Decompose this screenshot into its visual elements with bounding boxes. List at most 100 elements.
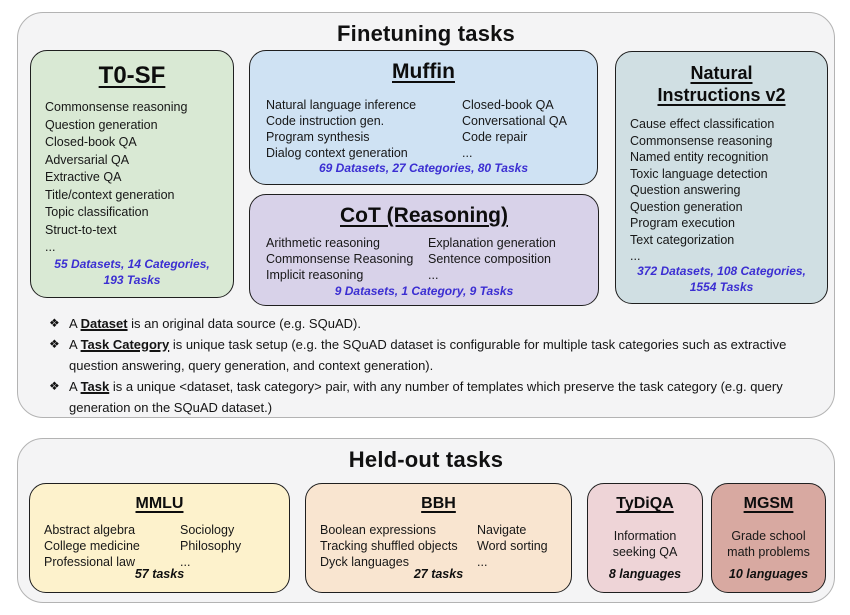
term-dataset: Dataset bbox=[80, 316, 128, 331]
t0sf-stats-line: 55 Datasets, 14 Categories, bbox=[54, 257, 210, 271]
t0sf-stats: 55 Datasets, 14 Categories,193 Tasks bbox=[31, 257, 233, 288]
bbh-item: Dyck languages bbox=[320, 555, 409, 569]
mmlu-item: Philosophy bbox=[180, 539, 242, 553]
mgsm-title-line: MGSM bbox=[743, 495, 794, 512]
mmlu-stats: 57 tasks bbox=[134, 567, 185, 581]
tydiqa-description: Information seeking QA bbox=[588, 528, 702, 560]
note-task: ❖ A Task is a unique <dataset, task cate… bbox=[49, 376, 806, 418]
mmlu-item: Abstract algebra bbox=[44, 523, 136, 537]
tydiqa-title-line: TyDiQA bbox=[616, 495, 674, 512]
t0sf-item: Title/context generation bbox=[45, 187, 175, 202]
niv2-title-line: Natural bbox=[690, 63, 753, 83]
mmlu-item: Professional law bbox=[44, 555, 136, 569]
niv2-item: Question generation bbox=[630, 199, 743, 214]
muffin-item: Dialog context generation bbox=[266, 146, 408, 160]
held-out-tasks-title: Held-out tasks bbox=[348, 447, 504, 472]
term-task-category: Task Category bbox=[80, 337, 170, 352]
muffin-item: Conversational QA bbox=[462, 114, 567, 128]
t0sf-item: Topic classification bbox=[45, 205, 149, 219]
muffin-item-list-col2: Closed-book QA Conversational QA Code repa… bbox=[462, 97, 567, 161]
muffin-item: Natural language inference bbox=[266, 98, 417, 112]
tydiqa-desc-line: seeking QA bbox=[612, 545, 678, 559]
cot-item: Sentence composition bbox=[428, 252, 551, 266]
niv2-item: Text categorization bbox=[630, 232, 735, 247]
t0sf-item: ... bbox=[45, 240, 56, 254]
mmlu-title-line: MMLU bbox=[135, 495, 184, 512]
note-dataset-text: A Dataset is an original data source (e.… bbox=[69, 316, 361, 331]
bbh-stats: 27 tasks bbox=[413, 567, 464, 581]
note-task-category-text: A Task Category is unique task setup (e.… bbox=[69, 337, 787, 373]
bbh-item: ... bbox=[477, 555, 488, 569]
definitions-notes: ❖ A Dataset is an original data source (… bbox=[49, 313, 806, 418]
mgsm-title: MGSM bbox=[712, 494, 825, 513]
muffin-title-line: Muffin bbox=[392, 60, 455, 83]
niv2-item: Program execution bbox=[630, 216, 735, 230]
t0sf-item: Closed-book QA bbox=[45, 135, 137, 149]
cot-item: Explanation generation bbox=[428, 236, 556, 250]
cot-stats-line: 9 Datasets, 1 Category, 9 Tasks bbox=[334, 283, 514, 298]
bbh-item: Tracking shuffled objects bbox=[320, 539, 458, 553]
niv2-stats: 372 Datasets, 108 Categories,1554 Tasks bbox=[616, 264, 827, 295]
niv2-item: Question answering bbox=[630, 183, 741, 197]
note-dataset: ❖ A Dataset is an original data source (… bbox=[49, 313, 806, 334]
finetuning-tasks-panel: Finetuning tasks T0-SF Commonsense reaso… bbox=[17, 12, 835, 418]
cot-stats: 9 Datasets, 1 Category, 9 Tasks bbox=[250, 284, 598, 300]
bbh-title: BBH bbox=[306, 494, 571, 513]
muffin-item: Closed-book QA bbox=[462, 98, 554, 112]
bbh-title-line: BBH bbox=[421, 495, 456, 512]
cot-item: Arithmetic reasoning bbox=[266, 236, 380, 250]
diamond-bullet-icon: ❖ bbox=[49, 316, 60, 330]
niv2-stats-line: 1554 Tasks bbox=[689, 279, 754, 294]
muffin-title: Muffin bbox=[250, 60, 597, 84]
tydiqa-stats: 8 languages bbox=[608, 567, 682, 581]
note-task-category: ❖ A Task Category is unique task setup (… bbox=[49, 334, 806, 376]
muffin-item: Code repair bbox=[462, 130, 528, 144]
t0sf-item: Commonsense reasoning bbox=[45, 100, 188, 114]
mgsm-stats: 10 languages bbox=[728, 567, 809, 581]
niv2-item: Named entity recognition bbox=[630, 150, 769, 164]
mmlu-title: MMLU bbox=[30, 494, 289, 513]
niv2-item: Toxic language detection bbox=[630, 166, 768, 181]
bbh-item: Word sorting bbox=[477, 539, 548, 553]
cot-item: Implicit reasoning bbox=[266, 268, 364, 282]
note-task-text: A Task is a unique <dataset, task catego… bbox=[69, 379, 783, 415]
cot-item: ... bbox=[428, 268, 439, 282]
niv2-title-line: Instructions v2 bbox=[657, 85, 786, 105]
tydiqa-desc-line: Information bbox=[613, 529, 677, 543]
muffin-stats: 69 Datasets, 27 Categories, 80 Tasks bbox=[250, 161, 597, 177]
niv2-item: Cause effect classification bbox=[630, 117, 775, 131]
tydiqa-box: TyDiQA Information seeking QA 8 languages bbox=[587, 483, 703, 593]
t0sf-item: Extractive QA bbox=[45, 170, 122, 184]
finetuning-tasks-title: Finetuning tasks bbox=[337, 21, 515, 46]
cot-title: CoT (Reasoning) bbox=[250, 204, 598, 228]
niv2-stats-line: 372 Datasets, 108 Categories, bbox=[637, 264, 806, 278]
diamond-bullet-icon: ❖ bbox=[49, 379, 60, 393]
muffin-stats-line: 69 Datasets, 27 Categories, 80 Tasks bbox=[318, 160, 528, 175]
t0sf-title: T0-SF bbox=[31, 63, 233, 89]
mmlu-item: College medicine bbox=[44, 539, 140, 553]
diamond-bullet-icon: ❖ bbox=[49, 337, 60, 351]
t0sf-item: Adversarial QA bbox=[45, 152, 130, 167]
mmlu-item: Sociology bbox=[180, 523, 235, 537]
mgsm-desc-line: math problems bbox=[727, 545, 810, 559]
muffin-item: Code instruction gen. bbox=[266, 114, 385, 128]
muffin-item: ... bbox=[462, 146, 473, 160]
t0sf-item: Struct-to-text bbox=[45, 222, 117, 237]
bbh-item: Boolean expressions bbox=[320, 523, 437, 537]
